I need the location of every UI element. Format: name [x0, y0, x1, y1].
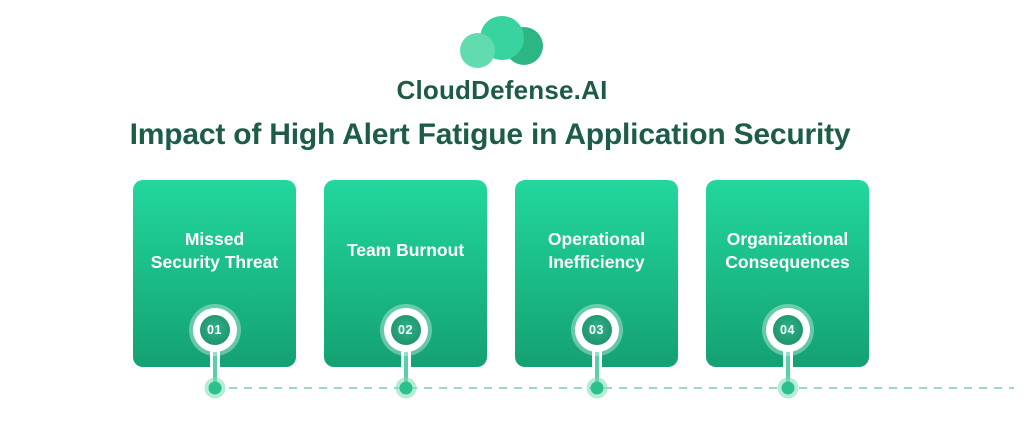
step-number: 04	[772, 315, 803, 345]
card-body: Missed Security Threat	[133, 180, 296, 367]
step-number-badge: 02	[383, 308, 428, 352]
connector-stem	[782, 330, 793, 388]
card-label-line: Organizational	[726, 228, 849, 249]
card-label-line: Consequences	[725, 252, 850, 272]
impact-card-3: Operational Inefficiency 03	[515, 180, 678, 405]
card-label-line: Inefficiency	[548, 252, 645, 272]
step-number-badge: 04	[765, 308, 810, 352]
timeline-dot	[208, 381, 221, 395]
card-label: Operational Inefficiency	[548, 228, 645, 274]
impact-card-2: Team Burnout 02	[324, 180, 487, 405]
step-number: 03	[581, 315, 612, 345]
card-label: Organizational Consequences	[725, 228, 849, 274]
brand-name: CloudDefense.AI	[396, 75, 608, 105]
step-number-badge: 03	[574, 308, 619, 352]
step-number: 02	[390, 315, 421, 345]
card-label-line: Security Threat	[150, 252, 279, 272]
cloud-circle-light	[460, 33, 495, 68]
page-title: Impact of High Alert Fatigue in Applicat…	[129, 118, 851, 151]
cloud-icon	[457, 12, 547, 70]
connector-stem	[400, 330, 411, 388]
card-label-line: Operational	[547, 228, 646, 249]
card-label-line: Team Burnout	[346, 240, 465, 261]
step-number-badge: 01	[192, 308, 237, 352]
timeline-dot	[781, 381, 794, 395]
connector-stem	[209, 330, 220, 388]
brand-logo: CloudDefense.AI	[0, 12, 1004, 106]
impact-cards-row: Missed Security Threat 01 Team Burnout 0…	[133, 180, 869, 405]
card-label-line: Missed	[184, 228, 245, 249]
timeline-dot	[590, 381, 603, 395]
impact-card-1: Missed Security Threat 01	[133, 180, 296, 405]
timeline-dot	[399, 381, 412, 395]
timeline-dashed-line	[214, 387, 1014, 389]
step-number: 01	[199, 315, 230, 345]
impact-card-4: Organizational Consequences 04	[706, 180, 869, 405]
connector-stem	[591, 330, 602, 388]
card-label: Team Burnout	[347, 239, 464, 262]
card-label: Missed Security Threat	[151, 228, 278, 274]
card-body: Operational Inefficiency	[515, 180, 678, 367]
